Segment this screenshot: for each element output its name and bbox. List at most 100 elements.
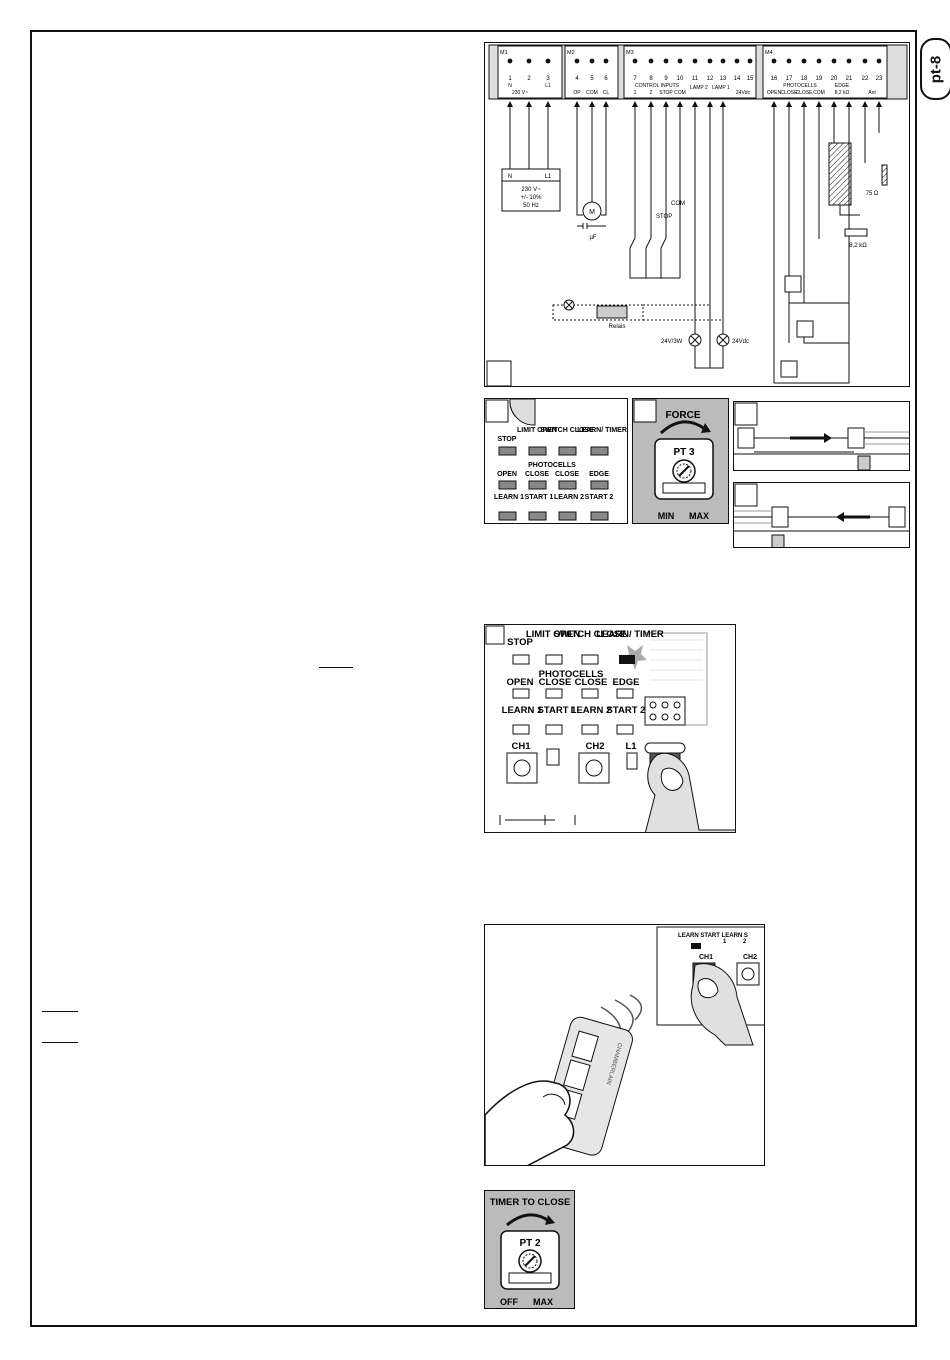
led-panel-figure: STOP LIMIT OPEN SWITCH CLOSE LEARN/ TIME…: [484, 398, 628, 524]
led-label-learn-1: LEARN 1: [494, 494, 524, 501]
sub-label: STOP: [659, 90, 673, 96]
underline-2: [42, 1011, 78, 1012]
led-label-open: OPEN: [497, 471, 517, 478]
sub-label: OPEN: [767, 90, 782, 96]
wiring-diagram: M 1 M2 M3 M4 1 2 3 4 5 6 7 8 9 10 11 12 1…: [484, 42, 910, 387]
led-label-limit-open: LIMIT OPEN: [517, 427, 557, 434]
sub-label: CLOSE: [796, 90, 814, 96]
sub-label: PHOTOCELLS: [783, 83, 817, 89]
sub-label: OP: [573, 90, 581, 96]
learn-label-photocells: PHOTOCELLS: [539, 669, 604, 680]
learn-label-close-2: CLOSE: [575, 677, 608, 688]
underline-3: [42, 1042, 78, 1043]
page-frame: [30, 30, 917, 1327]
terminal-label: 1: [508, 76, 512, 82]
remote-learn-figure: LEARN START LEARN S 1 2 CH1 CH2 CHAMBERL…: [484, 924, 765, 1166]
force-pot-name: PT 3: [673, 447, 695, 458]
block-M2: M2: [567, 50, 575, 56]
l1-label: L1: [625, 741, 637, 752]
remote-ch2-label: CH2: [743, 954, 757, 961]
sub-label: L1: [545, 83, 551, 89]
sub-label: CL: [603, 90, 610, 96]
sub-label: N: [508, 83, 512, 89]
terminal-label: 11: [692, 76, 699, 82]
learn-label-limit-open: LIMIT OPEN: [526, 629, 581, 640]
sub-label: Ant: [868, 90, 876, 96]
terminal-label: 6: [604, 76, 608, 82]
learn-label-start-2: START 2: [607, 705, 646, 716]
sub-label: 230 V~: [512, 90, 528, 96]
sub-label: 24Vdc: [736, 90, 751, 96]
antenna-resistor-label: 75 Ω: [866, 191, 879, 197]
sub-label: LAMP 1: [712, 85, 730, 91]
sub-label: LAMP 2: [690, 85, 708, 91]
led-label-start-2: START 2: [585, 494, 614, 501]
learn-label-learn-timer: LEARN/ TIMER: [596, 629, 664, 640]
terminal-label: 23: [876, 76, 883, 82]
sub-label: CONTROL INPUTS: [635, 83, 680, 89]
ch2-label: CH2: [585, 741, 604, 752]
supply-tolerance: +/- 10%: [521, 195, 543, 201]
timer-max-label: MAX: [533, 1297, 553, 1307]
block-M3: M3: [626, 50, 634, 56]
terminal-label: 13: [720, 76, 727, 82]
lamp-24v3w-label: 24V/3W: [661, 339, 683, 345]
terminal-label: 8: [649, 76, 653, 82]
sub-label: COM: [586, 90, 598, 96]
learn-label-close: CLOSE: [539, 677, 572, 688]
remote-col-2: 2: [743, 939, 747, 945]
terminal-label: 20: [831, 76, 838, 82]
learn-label-stop: STOP: [507, 637, 533, 648]
led-label-close-2: CLOSE: [555, 471, 579, 478]
terminal-label: 21: [846, 76, 853, 82]
terminal-label: 3: [546, 76, 550, 82]
sub-label: COM: [813, 90, 825, 96]
timer-title: TIMER TO CLOSE: [490, 1197, 571, 1208]
force-max-label: MAX: [689, 511, 709, 521]
terminal-label: 16: [771, 76, 778, 82]
learn-label-learn-1: LEARN 1: [502, 705, 543, 716]
terminal-label: 10: [677, 76, 684, 82]
sub-label: 1: [634, 90, 637, 96]
supply-voltage: 230 V~: [521, 187, 541, 193]
force-title: FORCE: [666, 410, 701, 421]
learn-label-edge: EDGE: [613, 677, 640, 688]
force-min-label: MIN: [658, 511, 675, 521]
led-label-switch-close: SWITCH CLOSE: [540, 427, 594, 434]
remote-ch1-label: CH1: [699, 954, 713, 961]
led-label-edge: EDGE: [589, 471, 609, 478]
terminal-label: 12: [707, 76, 714, 82]
remote-header-label: LEARN START LEARN S: [678, 933, 748, 939]
sub-label: CLOSE: [781, 90, 799, 96]
supply-frequency: 50 Hz: [523, 203, 539, 209]
terminal-label: 2: [527, 76, 531, 82]
supply-l1: L1: [545, 174, 552, 180]
timer-off-label: OFF: [500, 1297, 518, 1307]
terminal-label: 9: [664, 76, 668, 82]
timer-pot-figure: TIMER TO CLOSE PT 2 OFF MAX: [484, 1190, 575, 1309]
supply-n: N: [508, 174, 512, 180]
terminal-label: 4: [575, 76, 579, 82]
block-M4: M4: [765, 50, 773, 56]
page-number: pt-8: [927, 55, 945, 83]
learn-label-start-1: START 1: [538, 705, 578, 716]
learn-button-figure: STOP LIMIT OPEN SWITCH CLOSE LEARN/ TIME…: [484, 624, 736, 833]
led-label-learn-timer: LEARN/ TIMER: [577, 427, 627, 434]
underline-1: [319, 667, 353, 668]
remote-col-1: 1: [723, 939, 727, 945]
terminal-label: 5: [590, 76, 594, 82]
page-tab: pt-8: [920, 38, 950, 100]
sub-label: 8,2 kΩ: [835, 90, 850, 96]
edge-resistor-label: 8,2 kΩ: [849, 243, 867, 249]
terminal-label: 7: [633, 76, 637, 82]
svg-text:M: M: [589, 209, 595, 216]
sub-label: COM: [674, 90, 686, 96]
stop-label: STOP: [656, 214, 672, 220]
lamp-24vdc-label: 24Vdc: [732, 339, 749, 345]
learn-label-switch-close: SWITCH CLOSE: [554, 629, 627, 640]
led-label-photocells: PHOTOCELLS: [528, 462, 576, 469]
timer-pot-name: PT 2: [519, 1238, 541, 1249]
com-label: COM: [671, 201, 685, 207]
relais-label: Relais: [609, 324, 626, 330]
terminal-label: 19: [816, 76, 823, 82]
